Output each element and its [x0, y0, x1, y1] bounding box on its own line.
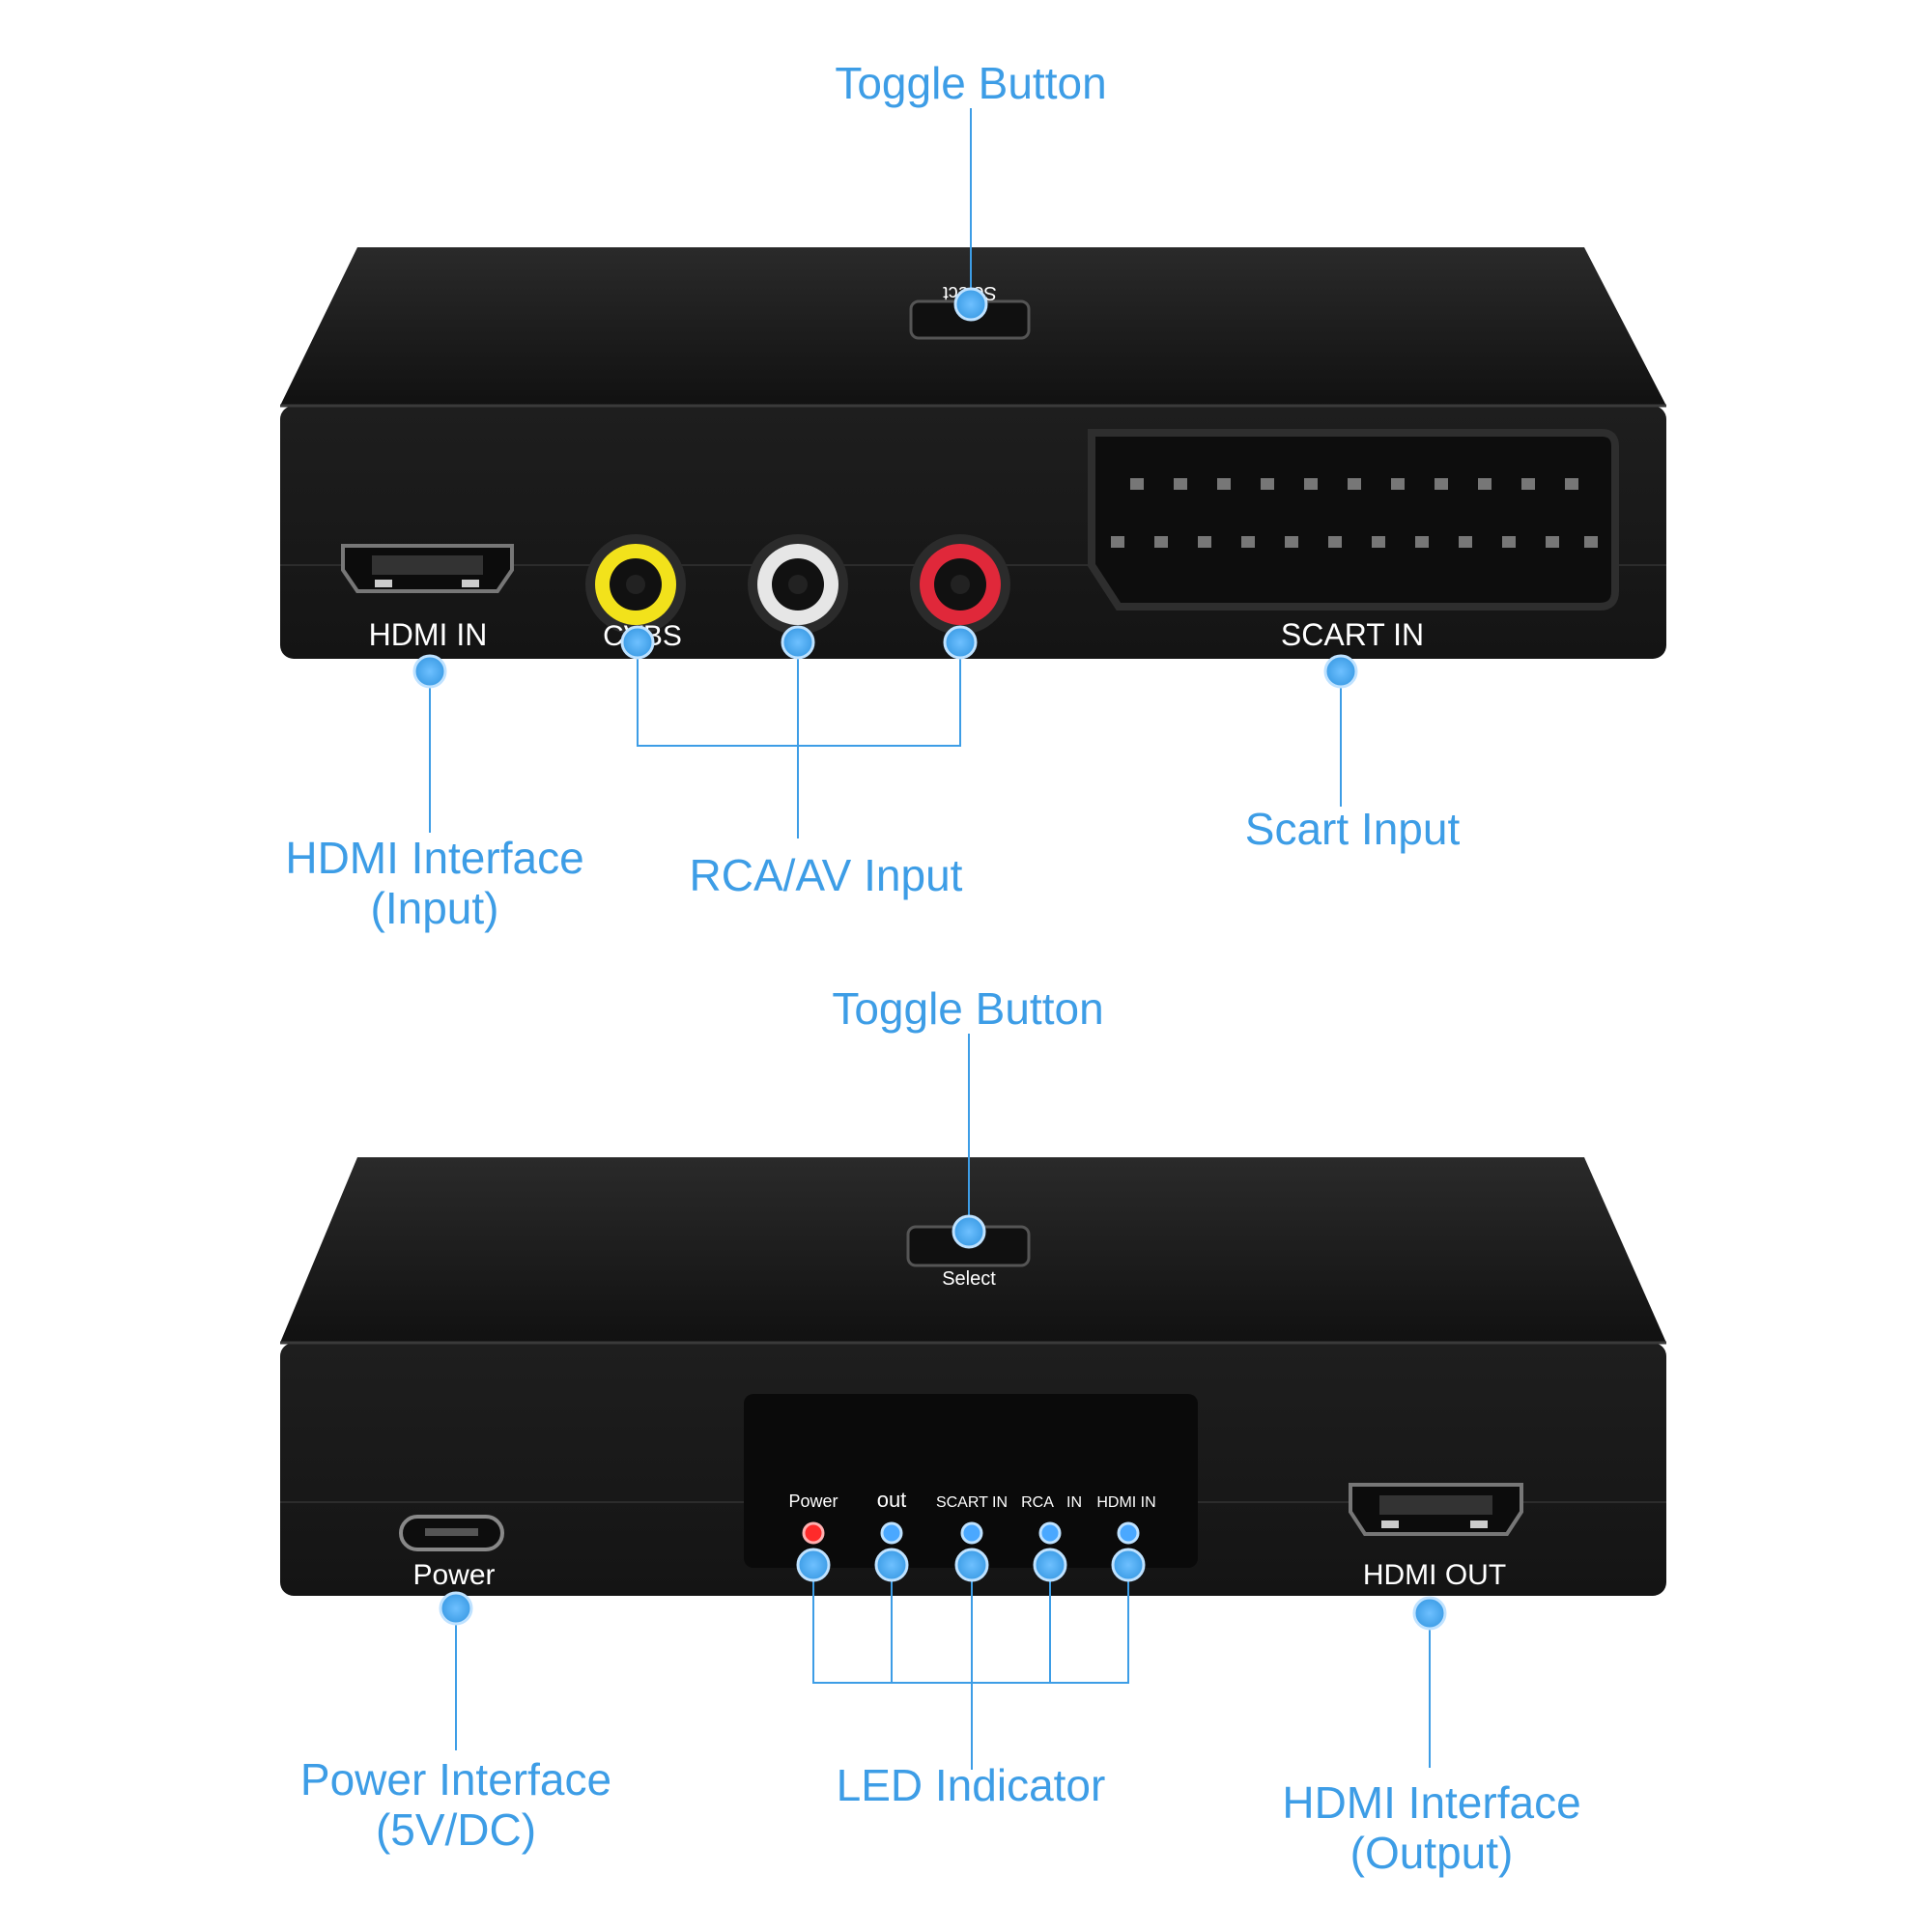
- led-hdmi-light: [1117, 1521, 1140, 1545]
- led-scart-light: [960, 1521, 983, 1545]
- scart-in-label: SCART IN: [1281, 617, 1424, 652]
- rca-white-jack: [748, 534, 848, 635]
- callout-led-text: LED Indicator: [836, 1760, 1106, 1810]
- hdmi-out-label: HDMI OUT: [1363, 1559, 1506, 1591]
- hdmi-in-port: HDMI IN: [341, 544, 514, 652]
- callout-power-line2: (5V/DC): [375, 1804, 537, 1855]
- hdmi-in-label: HDMI IN: [369, 617, 488, 652]
- callout-power-line1: Power Interface: [299, 1754, 612, 1804]
- top-device: Select HDMI IN: [280, 108, 1666, 838]
- callout-toggle-button-bottom: Toggle Button: [775, 983, 1161, 1034]
- callout-toggle-top-text: Toggle Button: [835, 58, 1107, 108]
- led-label-rca: RCA: [1021, 1494, 1054, 1511]
- top-leader-lines: [429, 108, 1342, 838]
- led-power-light: [802, 1521, 825, 1545]
- hdmi-out-port: HDMI OUT: [1349, 1483, 1523, 1591]
- callout-toggle-bottom-text: Toggle Button: [832, 983, 1104, 1034]
- power-port-label: Power: [412, 1559, 495, 1591]
- rca-red-jack: [910, 534, 1010, 635]
- top-callout-dots: [412, 287, 1358, 689]
- bottom-callout-dots: [439, 1214, 1447, 1631]
- led-label-out: out: [877, 1488, 907, 1512]
- select-label: Select: [942, 1268, 996, 1290]
- callout-toggle-button-top: Toggle Button: [778, 58, 1164, 108]
- callout-hdmi-input: HDMI Interface (Input): [242, 833, 628, 933]
- callout-hdmi-input-line2: (Input): [370, 883, 499, 933]
- led-label-scart-in: SCART IN: [936, 1494, 1008, 1511]
- callout-rca-av-input: RCA/AV Input: [633, 850, 1019, 900]
- callout-hdmi-output: HDMI Interface (Output): [1238, 1777, 1625, 1878]
- led-rca-light: [1038, 1521, 1062, 1545]
- callout-scart-text: Scart Input: [1244, 804, 1461, 854]
- bottom-device: Select Power out SCART IN RCA IN HDMI IN…: [280, 1034, 1666, 1770]
- callout-hdmi-output-line2: (Output): [1350, 1828, 1514, 1878]
- led-label-power: Power: [788, 1492, 838, 1511]
- led-label-hdmi-in: HDMI IN: [1096, 1494, 1155, 1511]
- led-label-in: IN: [1066, 1494, 1082, 1511]
- power-port: Power: [399, 1515, 504, 1591]
- scart-in-port: SCART IN: [1088, 429, 1619, 652]
- callout-power-interface: Power Interface (5V/DC): [263, 1754, 649, 1855]
- callout-led-indicator: LED Indicator: [778, 1760, 1164, 1810]
- led-out-light: [880, 1521, 903, 1545]
- rca-yellow-jack: [585, 534, 686, 635]
- callout-hdmi-input-line1: HDMI Interface: [285, 833, 584, 883]
- callout-rca-text: RCA/AV Input: [689, 850, 963, 900]
- callout-scart-input: Scart Input: [1159, 804, 1546, 854]
- led-panel: Power out SCART IN RCA IN HDMI IN: [744, 1394, 1198, 1568]
- bottom-leader-lines: [455, 1034, 1431, 1770]
- callout-hdmi-output-line1: HDMI Interface: [1282, 1777, 1581, 1828]
